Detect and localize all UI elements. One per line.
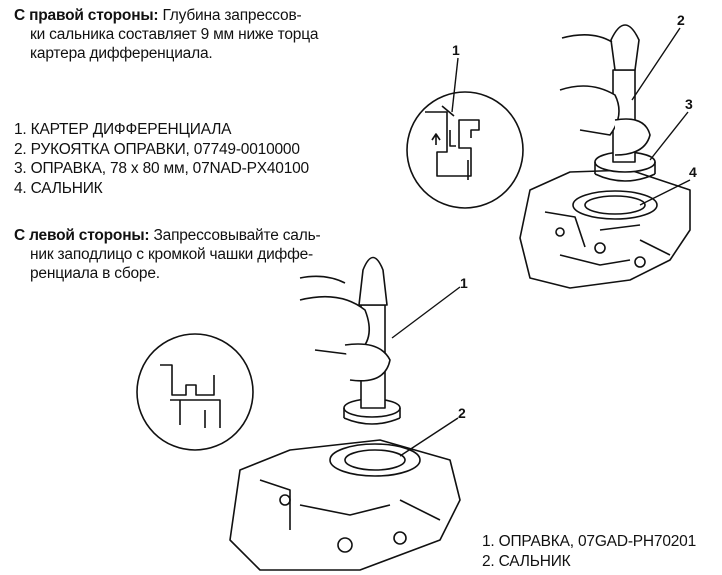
top-callout-3: 3 [685, 96, 693, 112]
top-callout-2: 2 [677, 12, 685, 28]
right-part-3: 3. ОПРАВКА, 78 x 80 мм, 07NAD-PX40100 [14, 160, 309, 177]
right-side-heading: С правой стороны: [14, 7, 159, 24]
top-callouts: 1 2 3 4 [452, 12, 697, 180]
left-side-line-2: ник заподлицо с кромкой чашки диффе- [30, 246, 314, 263]
top-leader-lines [451, 27, 691, 206]
right-side-instructions: С правой стороны: Глубина запрессов- ки … [14, 6, 374, 63]
right-part-2: 2. РУКОЯТКА ОПРАВКИ, 07749-0010000 [14, 140, 300, 158]
right-side-line-2: ки сальника составляет 9 мм ниже торца [30, 26, 319, 43]
left-side-heading: С левой стороны: [14, 227, 150, 244]
left-side-line-1: Запрессовывайте саль- [153, 227, 321, 244]
left-part-2: 2. САЛЬНИК [482, 552, 571, 570]
right-part-4: 4. САЛЬНИК [14, 179, 103, 197]
left-side-instructions: С левой стороны: Запрессовывайте саль- н… [14, 226, 374, 283]
left-part-1: 1. ОПРАВКА, 07GAD-PH70201 [482, 533, 697, 550]
right-side-line-3: картера дифференциала. [30, 45, 213, 62]
bottom-illustration [136, 256, 461, 571]
bottom-callout-1: 1 [460, 275, 468, 291]
top-detail-circle [406, 91, 524, 209]
top-callout-4: 4 [689, 164, 697, 180]
left-parts-list: 1. ОПРАВКА, 07GAD-PH70201 2. САЛЬНИК [482, 532, 696, 571]
top-callout-1: 1 [452, 42, 460, 58]
top-illustration [406, 24, 691, 289]
bottom-detail-circle [136, 333, 254, 451]
right-part-1: 1. КАРТЕР ДИФФЕРЕНЦИАЛА [14, 121, 232, 138]
bottom-leader-lines [391, 286, 461, 457]
right-parts-list: 1. КАРТЕР ДИФФЕРЕНЦИАЛА 2. РУКОЯТКА ОПРА… [14, 120, 309, 198]
bottom-callout-2: 2 [458, 405, 466, 421]
bottom-callouts: 1 2 [458, 275, 468, 421]
left-side-line-3: ренциала в сборе. [30, 265, 160, 282]
right-side-line-1: Глубина запрессов- [162, 7, 302, 24]
